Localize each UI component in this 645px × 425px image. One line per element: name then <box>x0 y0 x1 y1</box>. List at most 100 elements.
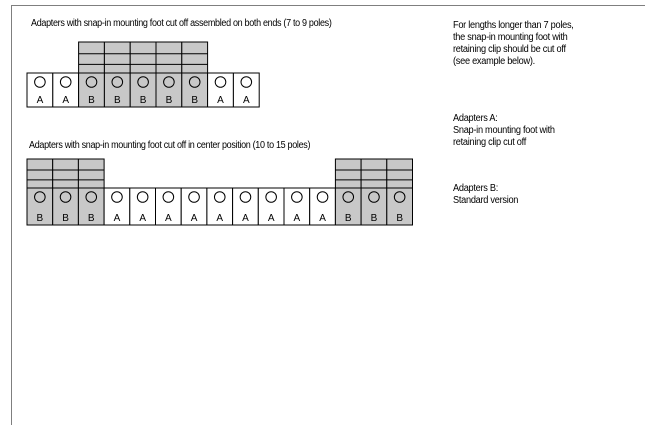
adapter-b: B <box>181 41 209 108</box>
terminal-circle <box>34 76 46 88</box>
adapter-label: B <box>88 213 95 224</box>
adapter-label: A <box>114 213 121 224</box>
adapter-body <box>155 72 183 108</box>
adapter-b: B <box>129 41 157 108</box>
adapter-a: A <box>309 187 336 226</box>
adapter-foot <box>77 158 105 189</box>
terminal-circle <box>85 76 98 88</box>
adapter-a: A <box>103 187 131 226</box>
note-length-line: For lengths longer than 7 poles, <box>453 20 574 31</box>
terminal-circle <box>137 76 149 88</box>
adapter-a: A <box>232 187 259 226</box>
adapter-foot <box>334 158 362 189</box>
adapter-label: B <box>345 213 352 224</box>
note-adapters-a: Adapters A: Snap-in mounting foot with r… <box>453 113 628 149</box>
adapter-body <box>52 187 79 226</box>
adapter-a: A <box>283 187 311 226</box>
terminal-circle <box>214 76 227 88</box>
adapter-foot <box>386 158 413 189</box>
adapter-b: B <box>360 158 388 226</box>
section2-heading: Adapters with snap-in mounting foot cut … <box>29 140 311 151</box>
note-adapters-a-line: Snap-in mounting foot with <box>453 125 555 136</box>
adapter-b: B <box>334 158 362 226</box>
adapter-label: A <box>37 95 44 106</box>
adapter-label: B <box>114 95 121 106</box>
adapter-b: B <box>52 158 79 226</box>
adapter-a: A <box>232 72 260 108</box>
note-adapters-a-title: Adapters A: <box>453 113 498 124</box>
adapter-body <box>309 187 336 226</box>
adapter-a: A <box>257 187 285 226</box>
adapter-body <box>26 187 54 226</box>
adapter-foot <box>52 158 79 189</box>
terminal-circle <box>59 76 72 88</box>
adapter-label: A <box>268 213 275 224</box>
note-adapters-b-title: Adapters B: <box>453 183 499 194</box>
adapter-foot <box>360 158 388 189</box>
adapter-label: A <box>62 95 69 106</box>
adapter-label: A <box>242 213 249 224</box>
adapter-a: A <box>207 72 234 108</box>
terminal-circle <box>163 76 175 88</box>
adapter-foot <box>26 158 54 189</box>
adapter-body <box>181 72 209 108</box>
adapter-label: B <box>396 213 403 224</box>
adapter-a: A <box>206 187 234 226</box>
adapter-body <box>386 187 413 226</box>
adapter-label: A <box>319 213 326 224</box>
section1-heading: Adapters with snap-in mounting foot cut … <box>31 18 332 29</box>
adapter-label: B <box>88 95 95 106</box>
adapter-body <box>26 72 54 108</box>
adapter-label: A <box>165 213 172 224</box>
note-length-line: (see example below). <box>453 56 535 67</box>
adapter-a: A <box>155 187 182 226</box>
adapter-foot <box>103 41 131 74</box>
adapter-a: A <box>180 187 208 226</box>
terminal-circle <box>59 191 72 203</box>
terminal-circle <box>213 191 226 203</box>
adapter-label: B <box>62 213 69 224</box>
note-adapters-b-line: Standard version <box>453 195 519 206</box>
adapter-label: A <box>139 213 146 224</box>
adapter-b: B <box>26 158 54 226</box>
adapter-body <box>129 187 157 226</box>
terminal-circle <box>265 191 277 203</box>
adapter-b: B <box>77 158 105 226</box>
terminal-circle <box>34 191 46 203</box>
adapter-body <box>206 187 234 226</box>
terminal-circle <box>239 191 252 203</box>
adapter-a: A <box>26 72 54 108</box>
terminal-circle <box>111 76 124 88</box>
adapter-foot <box>155 41 183 74</box>
adapter-foot <box>78 41 105 74</box>
note-adapters-b: Adapters B: Standard version <box>453 183 628 207</box>
adapter-body <box>257 187 285 226</box>
adapter-body <box>232 72 260 108</box>
note-length: For lengths longer than 7 poles, the sna… <box>453 20 628 68</box>
adapter-label: A <box>217 95 224 106</box>
adapter-body <box>232 187 259 226</box>
terminal-circle <box>316 191 329 203</box>
adapter-label: A <box>243 95 250 106</box>
adapter-label: A <box>216 213 223 224</box>
adapter-b: B <box>78 41 105 108</box>
adapter-body <box>334 187 362 226</box>
terminal-circle <box>393 191 406 203</box>
note-adapters-a-line: retaining clip cut off <box>453 137 527 148</box>
adapter-body <box>78 72 105 108</box>
terminal-circle <box>111 191 123 203</box>
note-length-line: retaining clip should be cut off <box>453 44 566 55</box>
terminal-circle <box>342 191 355 203</box>
adapter-b: B <box>103 41 131 108</box>
adapter-label: A <box>191 213 198 224</box>
adapter-label: A <box>294 213 301 224</box>
terminal-circle <box>368 191 380 203</box>
adapter-label: B <box>166 95 173 106</box>
adapter-label: B <box>37 213 44 224</box>
terminal-circle <box>291 191 303 203</box>
terminal-circle <box>85 191 98 203</box>
terminal-circle <box>188 76 201 88</box>
terminal-circle <box>162 191 175 203</box>
